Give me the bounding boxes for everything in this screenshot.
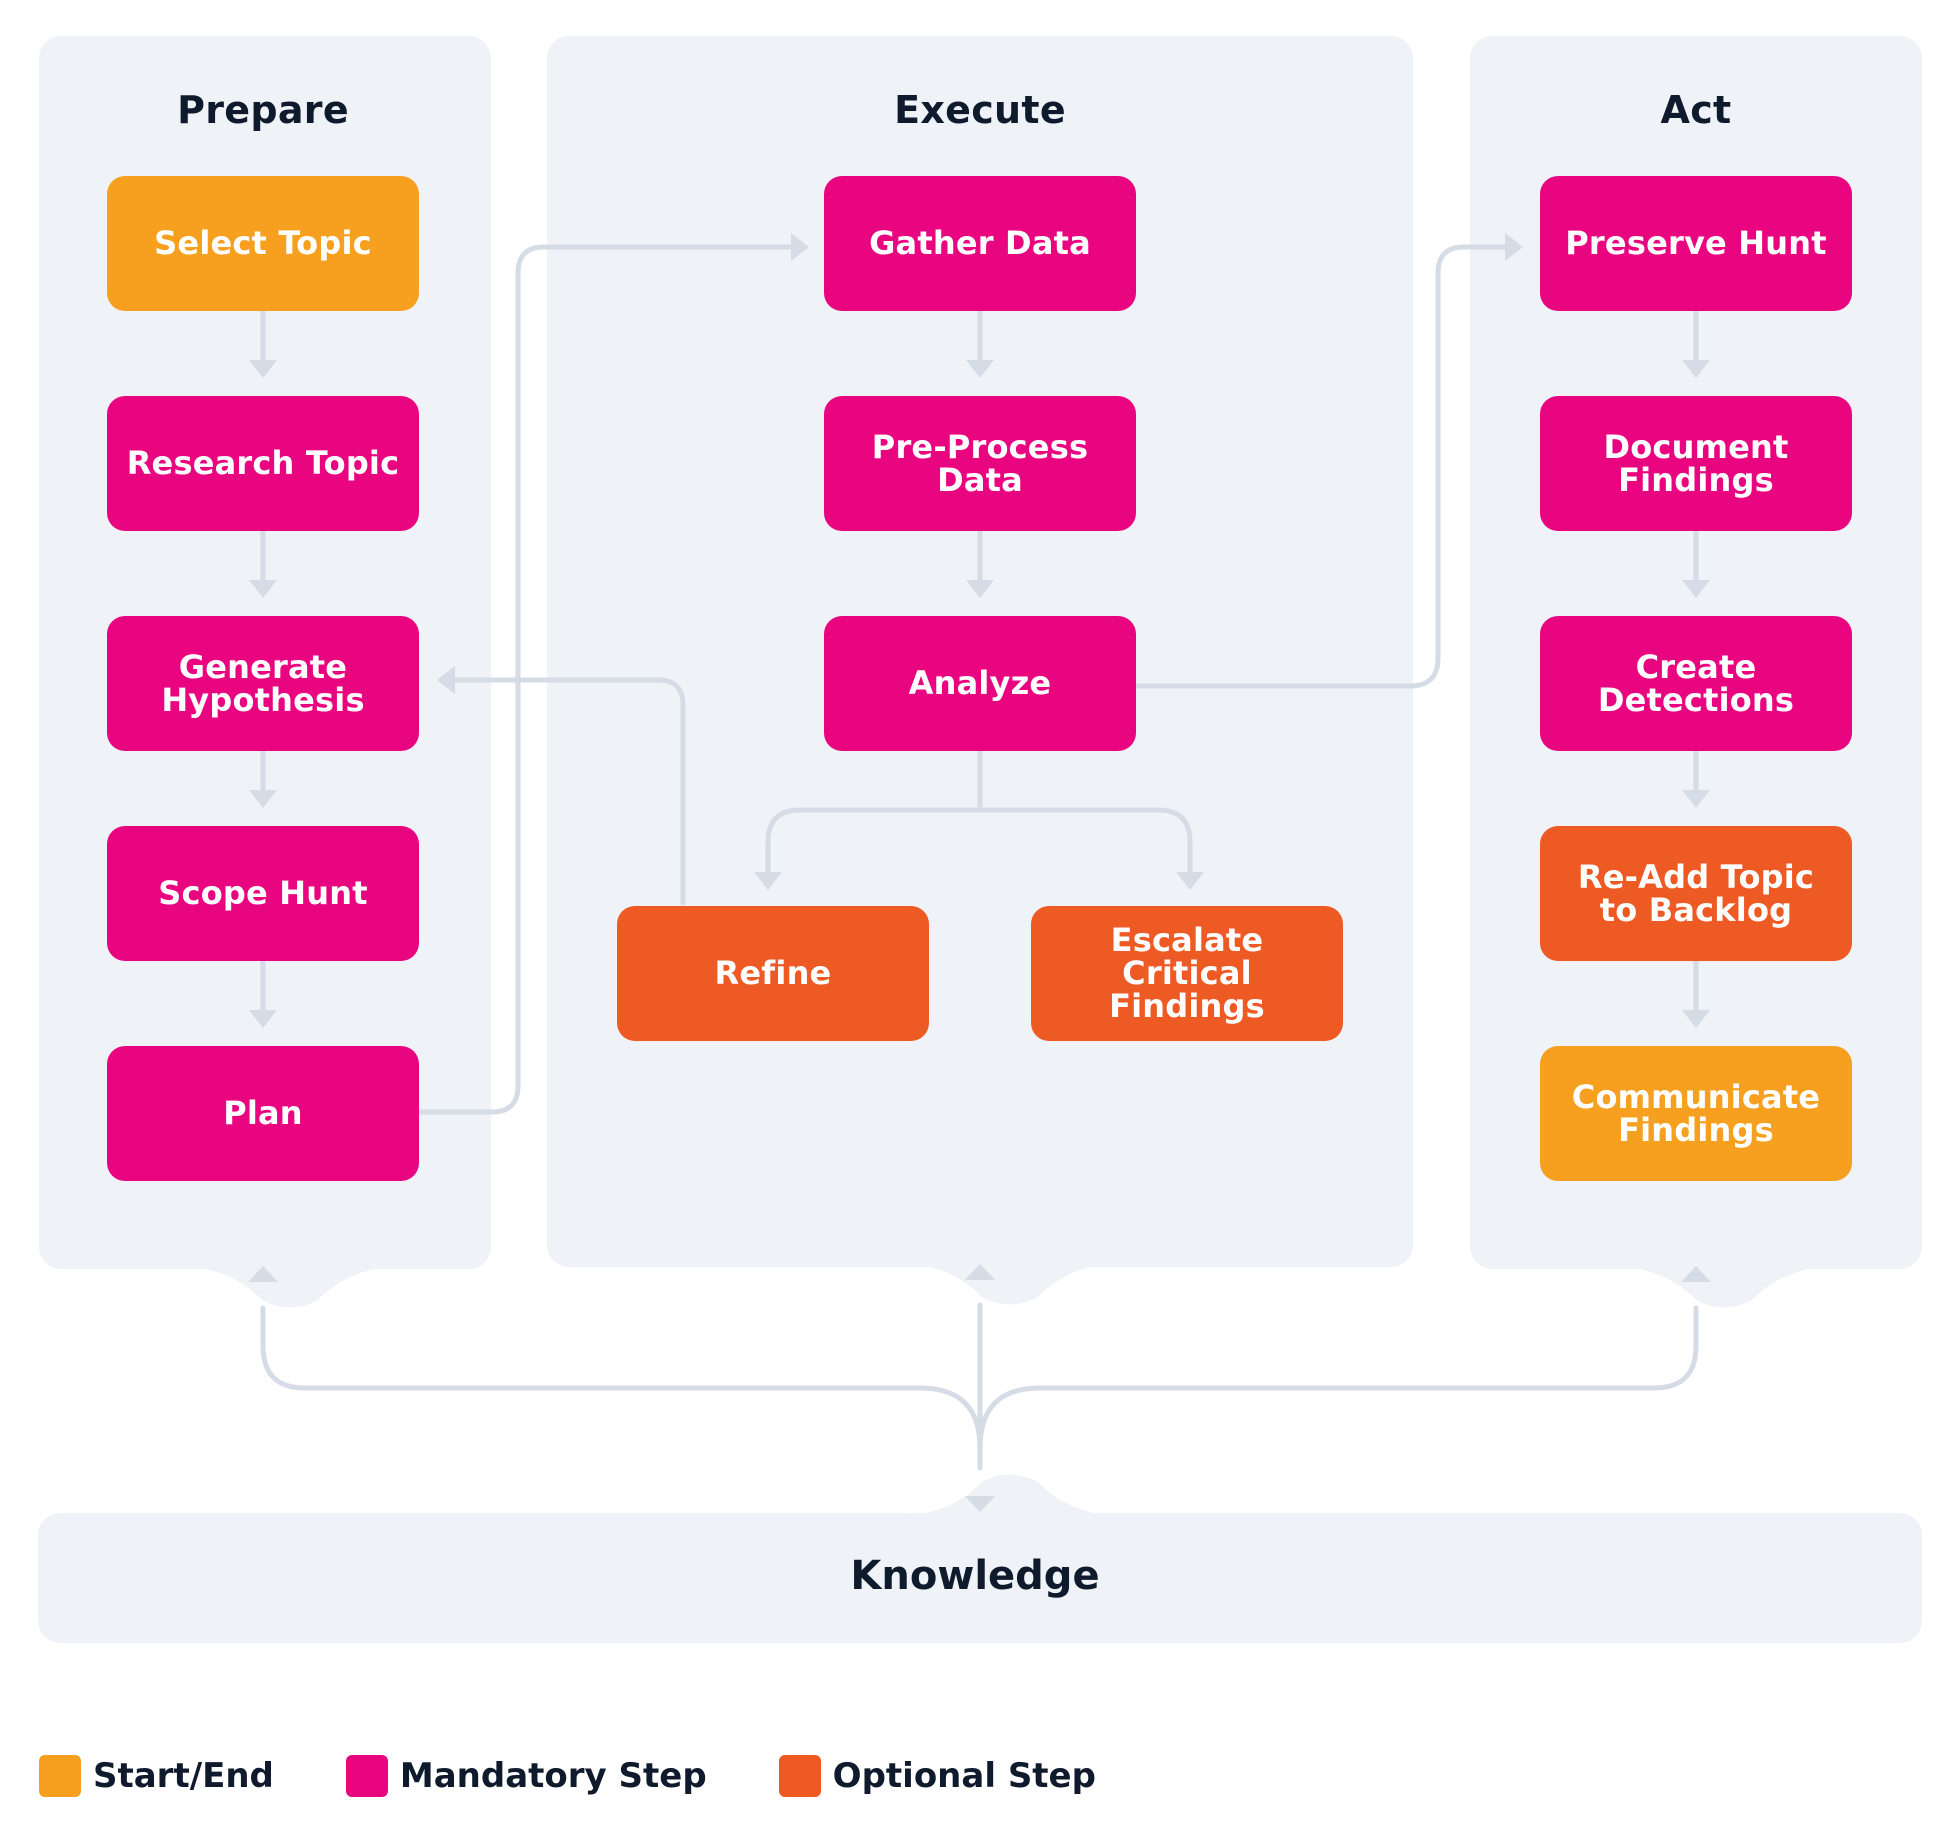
act-title: Act bbox=[1660, 88, 1732, 132]
legend-swatch-mandatory-step bbox=[345, 1755, 388, 1797]
step-scope-hunt: Scope Hunt bbox=[107, 826, 419, 961]
knowledge-panel bbox=[38, 1513, 1922, 1643]
step-refine: Refine bbox=[617, 906, 929, 1041]
legend-label: Mandatory Step bbox=[399, 1756, 707, 1796]
legend-label: Optional Step bbox=[832, 1756, 1096, 1796]
legend-label: Start/End bbox=[93, 1756, 274, 1796]
step-research-topic: Research Topic bbox=[107, 396, 419, 531]
step-generate-hypothesis: Generate Hypothesis bbox=[107, 616, 419, 751]
step-pre-process-data: Pre-Process Data bbox=[824, 396, 1136, 531]
step-re-add-topic-to-backlog: Re-Add Topic to Backlog bbox=[1540, 826, 1852, 961]
legend-item-optional-step: Optional Step bbox=[778, 1755, 1096, 1797]
step-escalate-critical-findings: Escalate Critical Findings bbox=[1031, 906, 1343, 1041]
step-gather-data: Gather Data bbox=[824, 176, 1136, 311]
panel-notches bbox=[182, 1262, 1832, 1517]
execute-title: Execute bbox=[894, 88, 1066, 132]
step-create-detections: Create Detections bbox=[1540, 616, 1852, 751]
legend-item-start-end: Start/End bbox=[39, 1755, 274, 1797]
step-analyze: Analyze bbox=[824, 616, 1136, 751]
legend: Start/End Mandatory Step Optional Step bbox=[39, 1755, 1168, 1797]
prepare-title: Prepare bbox=[177, 88, 349, 132]
step-preserve-hunt: Preserve Hunt bbox=[1540, 176, 1852, 311]
step-document-findings: Document Findings bbox=[1540, 396, 1852, 531]
legend-item-mandatory-step: Mandatory Step bbox=[345, 1755, 707, 1797]
knowledge-title: Knowledge bbox=[850, 1553, 1100, 1599]
legend-swatch-optional-step bbox=[778, 1755, 821, 1797]
step-select-topic: Select Topic bbox=[107, 176, 419, 311]
step-communicate-findings: Communicate Findings bbox=[1540, 1046, 1852, 1181]
step-plan: Plan bbox=[107, 1046, 419, 1181]
legend-swatch-start-end bbox=[39, 1755, 81, 1797]
